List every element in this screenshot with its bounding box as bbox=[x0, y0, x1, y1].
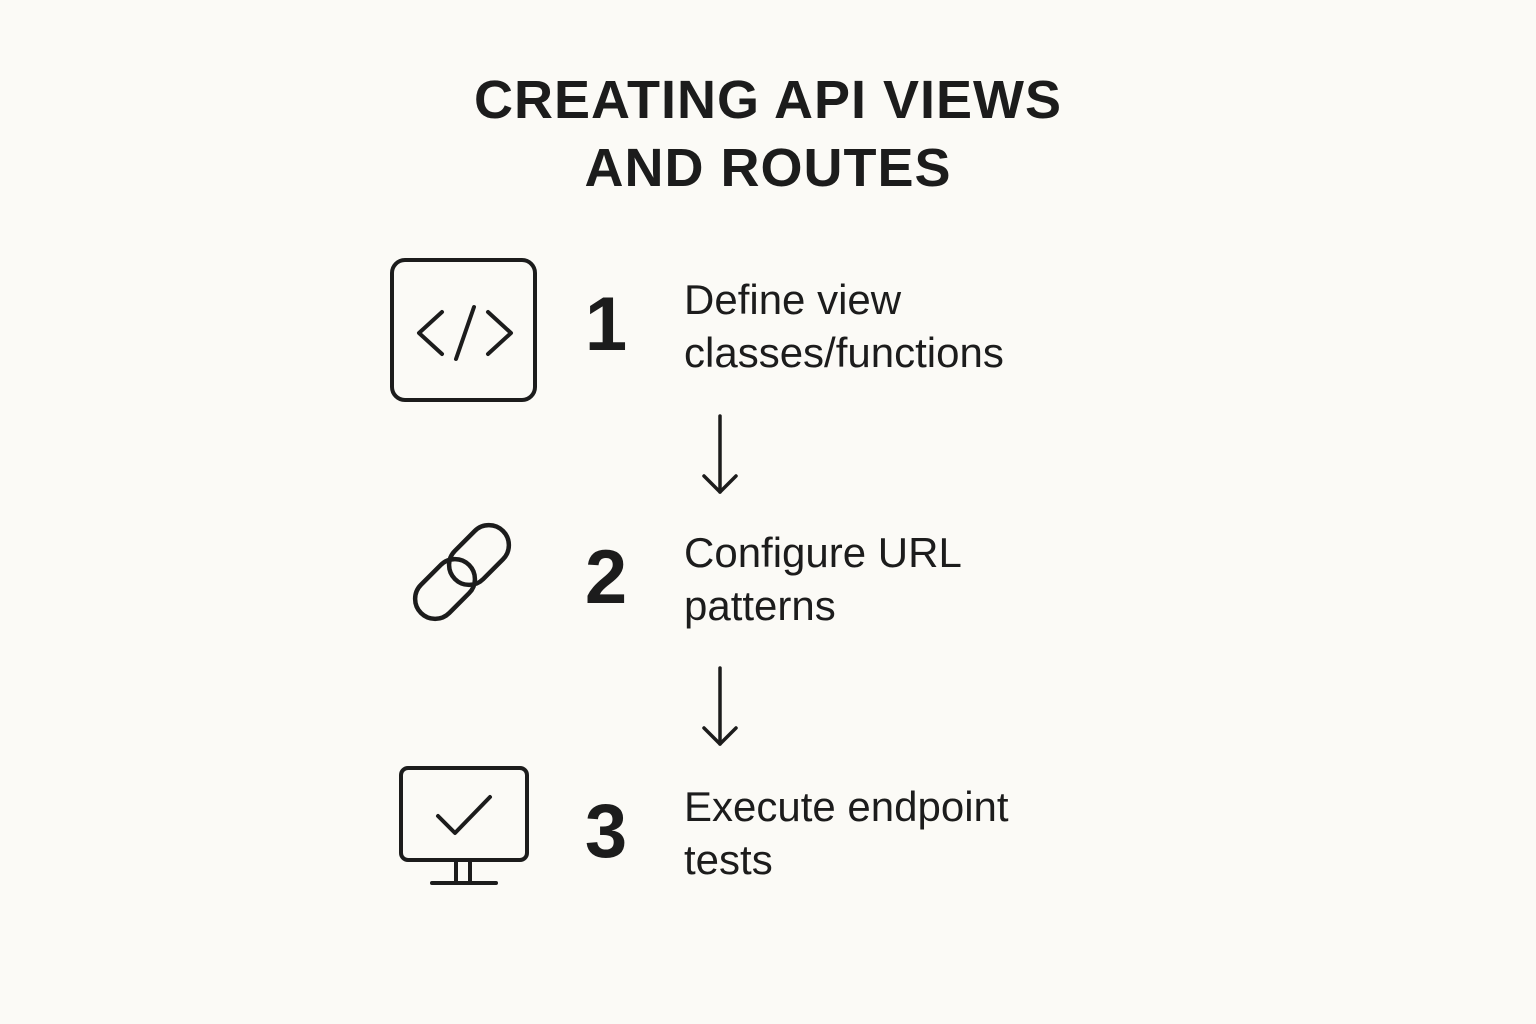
monitor-check-icon bbox=[384, 762, 544, 912]
down-arrow-icon bbox=[700, 412, 740, 496]
step-label-line-2: tests bbox=[684, 836, 773, 883]
diagram-title: CREATING API VIEWS AND ROUTES bbox=[0, 66, 1536, 202]
step-label-line-1: Configure URL bbox=[684, 529, 962, 576]
step-label: Execute endpoint tests bbox=[684, 780, 1144, 886]
down-arrow-icon bbox=[700, 664, 740, 748]
step-label-line-1: Define view bbox=[684, 276, 902, 323]
step-label: Define view classes/functions bbox=[684, 273, 1144, 379]
step-1: 1 Define view classes/functions bbox=[0, 255, 1536, 405]
step-number: 1 bbox=[584, 282, 628, 367]
step-label-line-2: classes/functions bbox=[684, 329, 1004, 376]
link-icon bbox=[384, 508, 544, 658]
title-line-2: AND ROUTES bbox=[584, 138, 952, 198]
step-3: 3 Execute endpoint tests bbox=[0, 762, 1536, 912]
step-2: 2 Configure URL patterns bbox=[0, 508, 1536, 658]
title-line-1: CREATING API VIEWS bbox=[473, 70, 1063, 130]
step-label: Configure URL patterns bbox=[684, 526, 1144, 632]
step-label-line-1: Execute endpoint bbox=[684, 783, 1009, 830]
step-number: 2 bbox=[584, 535, 628, 620]
step-number: 3 bbox=[584, 789, 628, 874]
code-icon bbox=[384, 255, 544, 405]
step-label-line-2: patterns bbox=[684, 582, 836, 629]
